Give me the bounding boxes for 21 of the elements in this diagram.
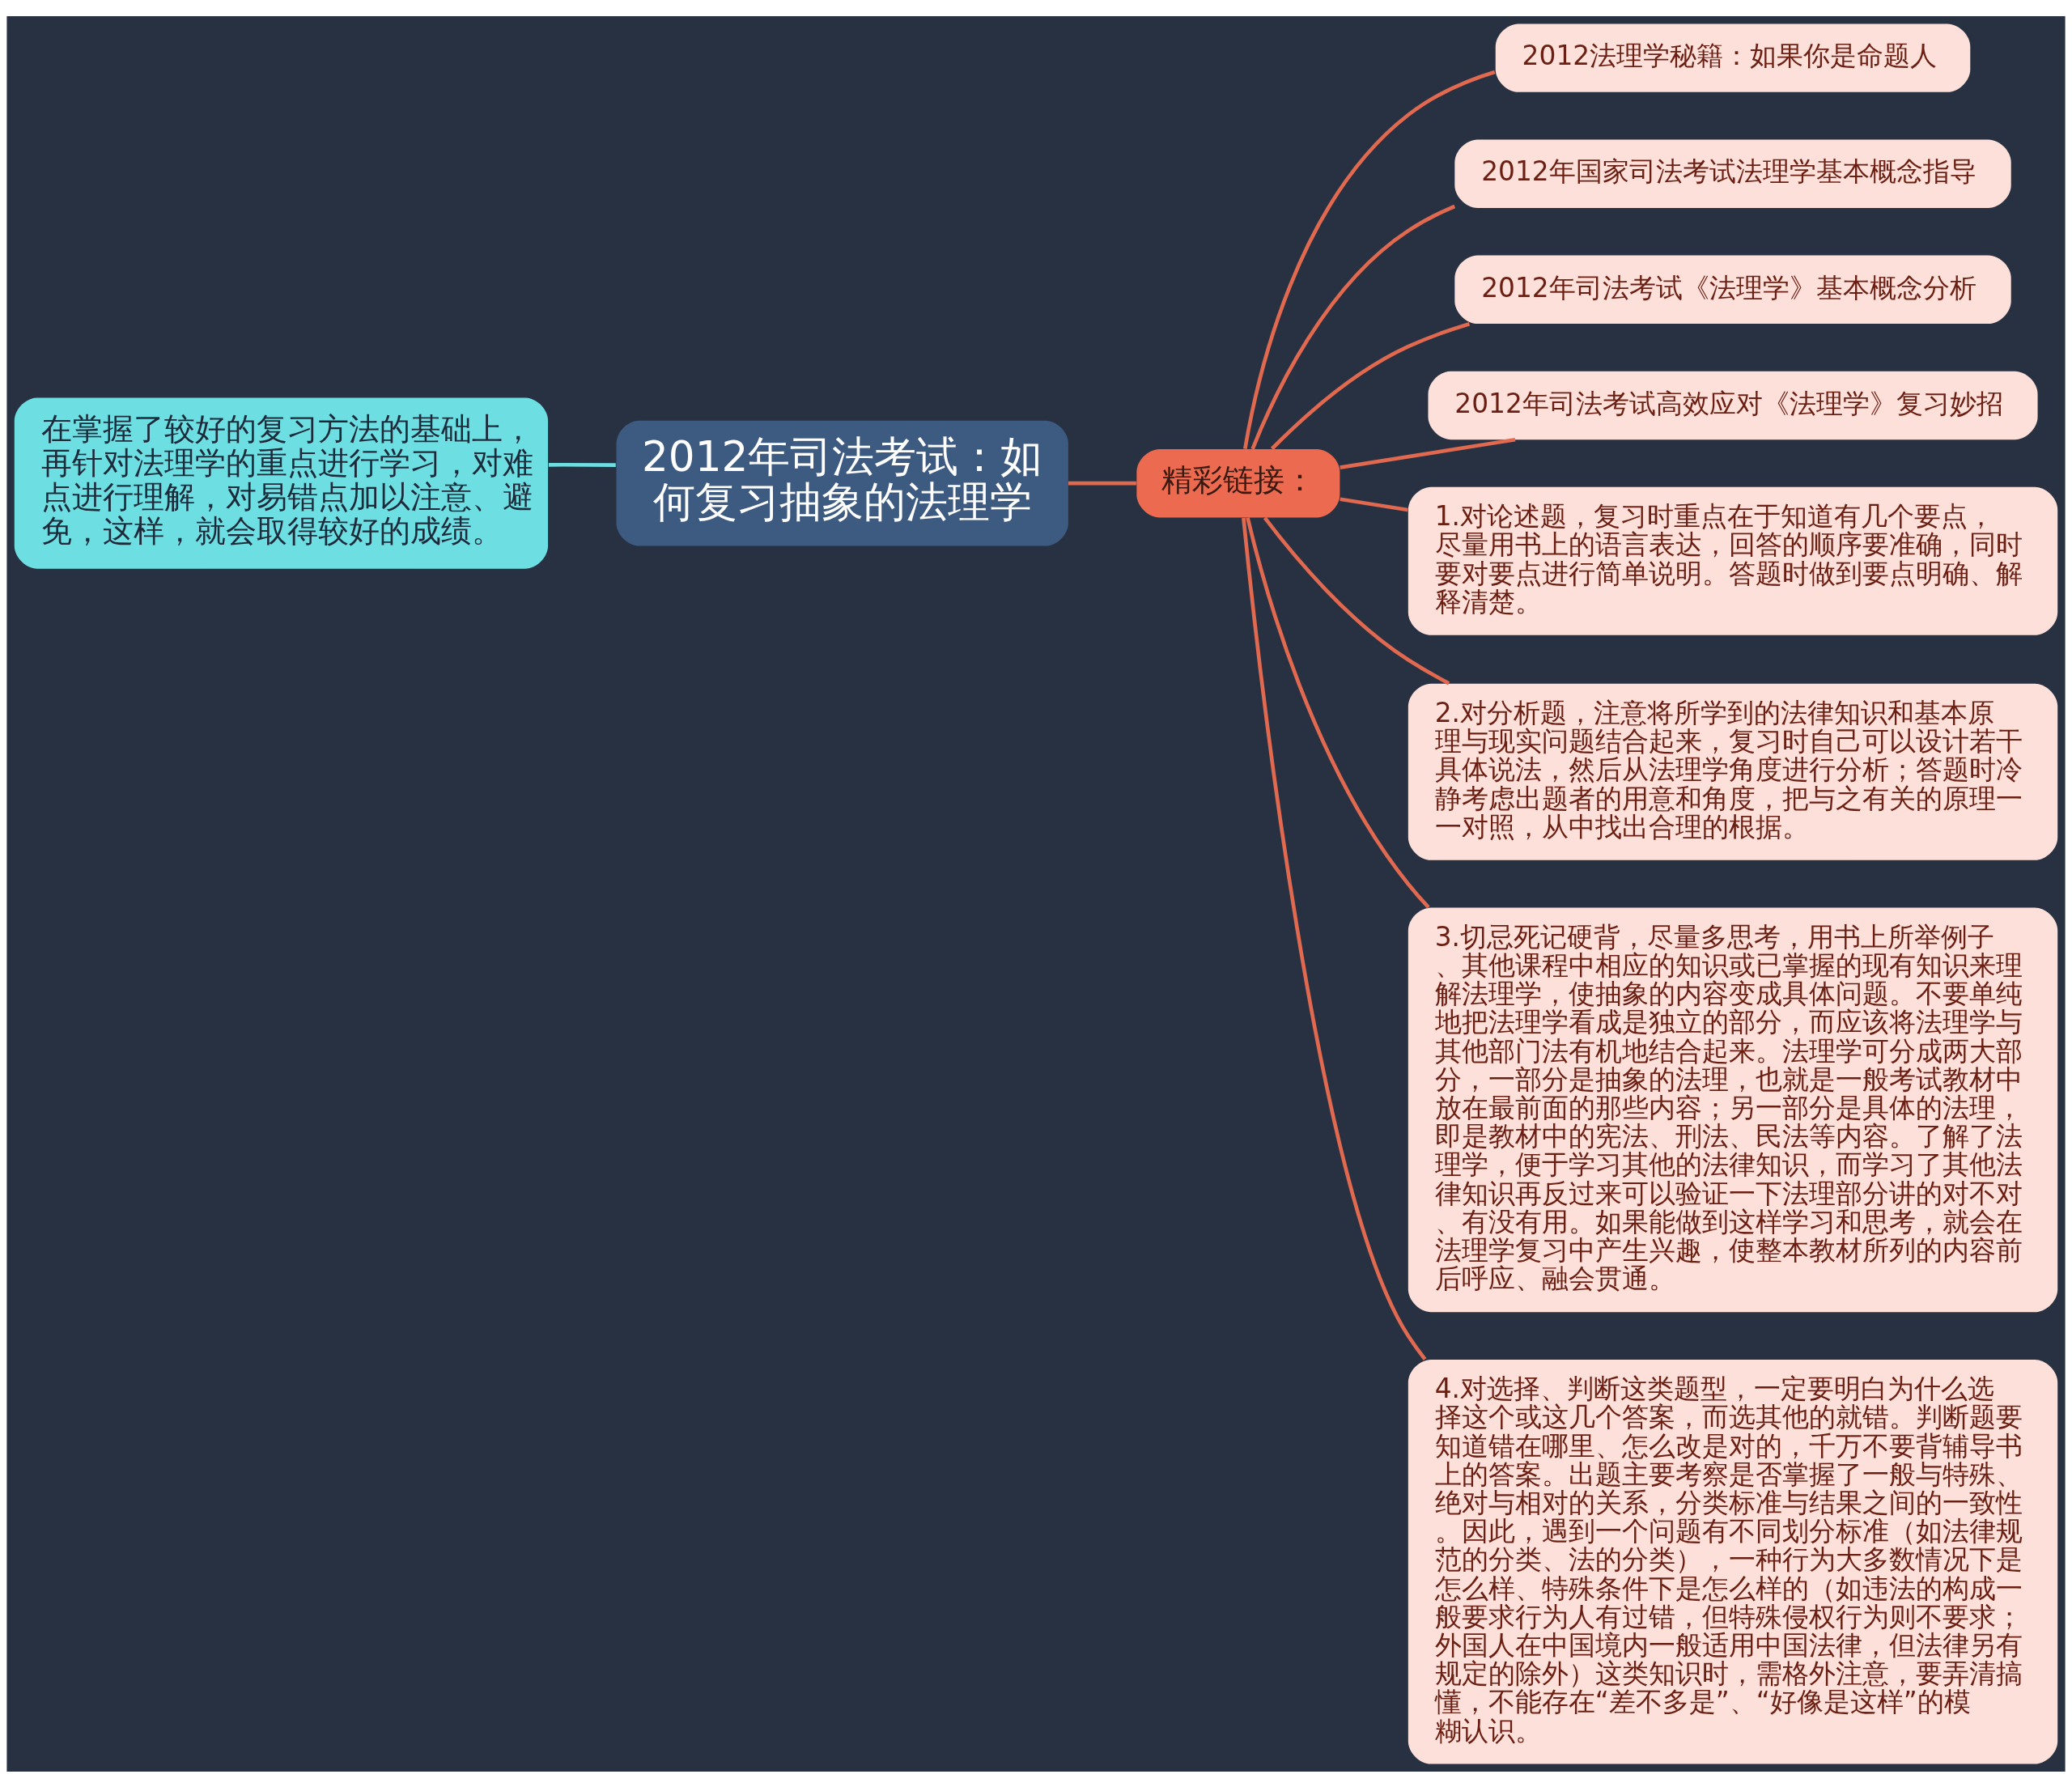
node-box: 2012年司法考试《法理学》基本概念分析 — [1454, 255, 2011, 324]
node-box: 2012年司法考试高效应对《法理学》复习妙招 — [1428, 371, 2038, 439]
connector — [1263, 516, 1450, 685]
connector — [548, 462, 616, 467]
connector — [1340, 437, 1516, 469]
node-box: 2.对分析题，注意将所学到的法律知识和基本原理与现实问题结合起来，复习时自己可以设计若干具体说法，然后从法理学角度进行分析；答题时冷静考虑出题者的用意和角度，把与之有关的原理一一对照，从中找出合理的根据。 — [1408, 683, 2058, 860]
node-box: 4.对选择、判断这类题型，一定要明白为什么选择这个或这几个答案，而选其他的就错。判断题要知道错在哪里、怎么改是对的，千万不要背辅导书上的答案。出题主要考察是否掌握了一般与特殊、绝对与相对的关系，分类标准与结果之间的一致性。因此，遇到一个问题有不同划分标准（如法律规范的分类、法的分类），一种行为大多数情况下是怎么样、特殊条件下是怎么样的（如违法的构成一般要求行为人有过错，但特殊侵权行为则不要求；外国人在中国境内一般适用中国法律，但法律另有规定的除外）这类知识时，需格外注意，要弄清搞懂，不能存在“差不多是”、“好像是这样”的模糊认识。 — [1408, 1359, 2058, 1764]
node-box: 2012年司法考试：如何复习抽象的法理学 — [616, 420, 1068, 546]
connector — [1243, 70, 1496, 449]
node-box: 在掌握了较好的复习方法的基础上，再针对法理学的重点进行学习，对难点进行理解，对易错点加以注意、避免，这样，就会取得较好的成绩。 — [14, 397, 549, 569]
node-box: 3.切忌死记硬背，尽量多思考，用书上所举例子、其他课程中相应的知识或已掌握的现有知识来理解法理学，使抽象的内容变成具体问题。不要单纯地把法理学看成是独立的部分，而应该将法理学与其他部门法有机地结合起来。法理学可分成两大部分，一部分是抽象的法理，也就是一般考试教材中放在最前面的那些内容；另一部分是具体的法理，即是教材中的宪法、刑法、民法等内容。了解了法理学，便于学习其他的法律知识，而学习了其他法律知识再反过来可以验证一下法理部分讲的对不对、有没有用。如果能做到这样学习和思考，就会在法理学复习中产生兴趣，使整本教材所列的内容前后呼应、融会贯通。 — [1408, 907, 2058, 1312]
node-box: 精彩链接： — [1136, 448, 1340, 517]
connector — [1340, 496, 1408, 511]
node-box: 1.对论述题，复习时重点在于知道有几个要点，尽量用书上的语言表达，回答的顺序要准确，同时要对要点进行简单说明。答题时做到要点明确、解释清楚。 — [1408, 486, 2058, 635]
node-box: 2012年国家司法考试法理学基本概念指导 — [1454, 139, 2011, 208]
connector — [1246, 516, 1430, 909]
node-box: 2012法理学秘籍：如果你是命题人 — [1495, 23, 1971, 92]
connector — [1242, 517, 1427, 1360]
connector — [1270, 321, 1471, 450]
connector — [1250, 204, 1456, 450]
connector — [1068, 481, 1136, 485]
